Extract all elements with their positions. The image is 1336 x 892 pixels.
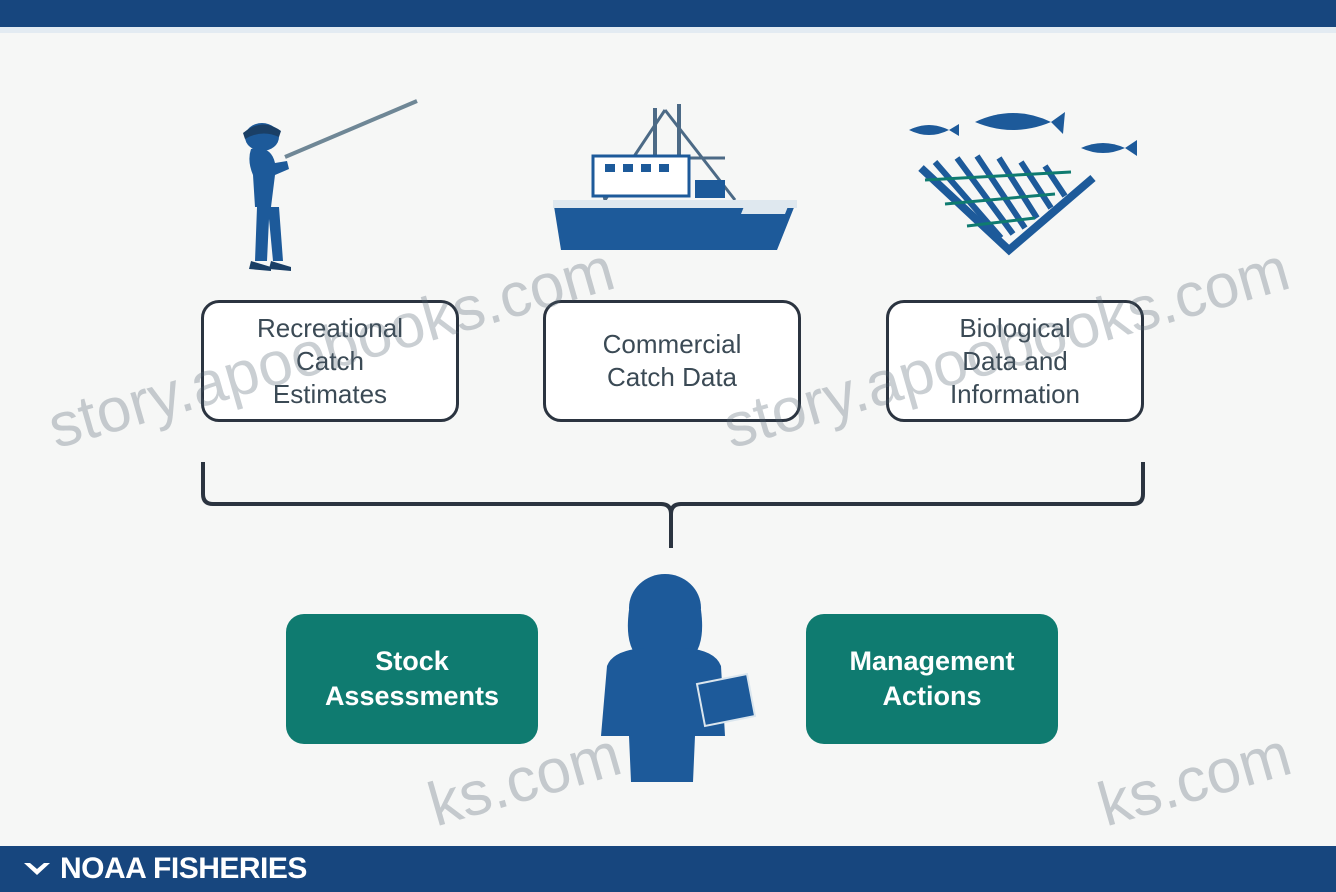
top-banner: [0, 0, 1336, 27]
noaa-fisheries-logo: NOAA FISHERIES: [22, 852, 307, 886]
management-actions-box: Management Actions: [806, 614, 1058, 744]
commercial-catch-label: Commercial Catch Data: [602, 329, 742, 392]
bracket-connector: [201, 462, 1145, 548]
logo-text: NOAA FISHERIES: [60, 852, 307, 885]
recreational-catch-label: Recreational Catch Estimates: [257, 312, 403, 409]
biological-data-label: Biological Data and Information: [949, 312, 1081, 409]
commercial-catch-box: Commercial Catch Data: [543, 300, 801, 422]
watermark-right: story.apoobooks.com: [715, 234, 1297, 463]
analyst-icon: [601, 574, 757, 782]
stock-assessments-label: Stock Assessments: [324, 646, 500, 711]
fishing-vessel-icon: [553, 104, 797, 250]
angler-icon: [243, 99, 418, 271]
stock-assessments-box: Stock Assessments: [286, 614, 538, 744]
biological-data-box: Biological Data and Information: [886, 300, 1144, 422]
recreational-catch-box: Recreational Catch Estimates: [201, 300, 459, 422]
fish-school-icon: [909, 112, 1137, 256]
top-banner-shadow: [0, 27, 1336, 33]
watermark-bottom-right: ks.com: [1090, 719, 1299, 841]
noaa-bird-icon: [24, 863, 50, 875]
management-actions-label: Management Actions: [849, 646, 1015, 711]
footer-bar: NOAA FISHERIES: [0, 846, 1336, 892]
